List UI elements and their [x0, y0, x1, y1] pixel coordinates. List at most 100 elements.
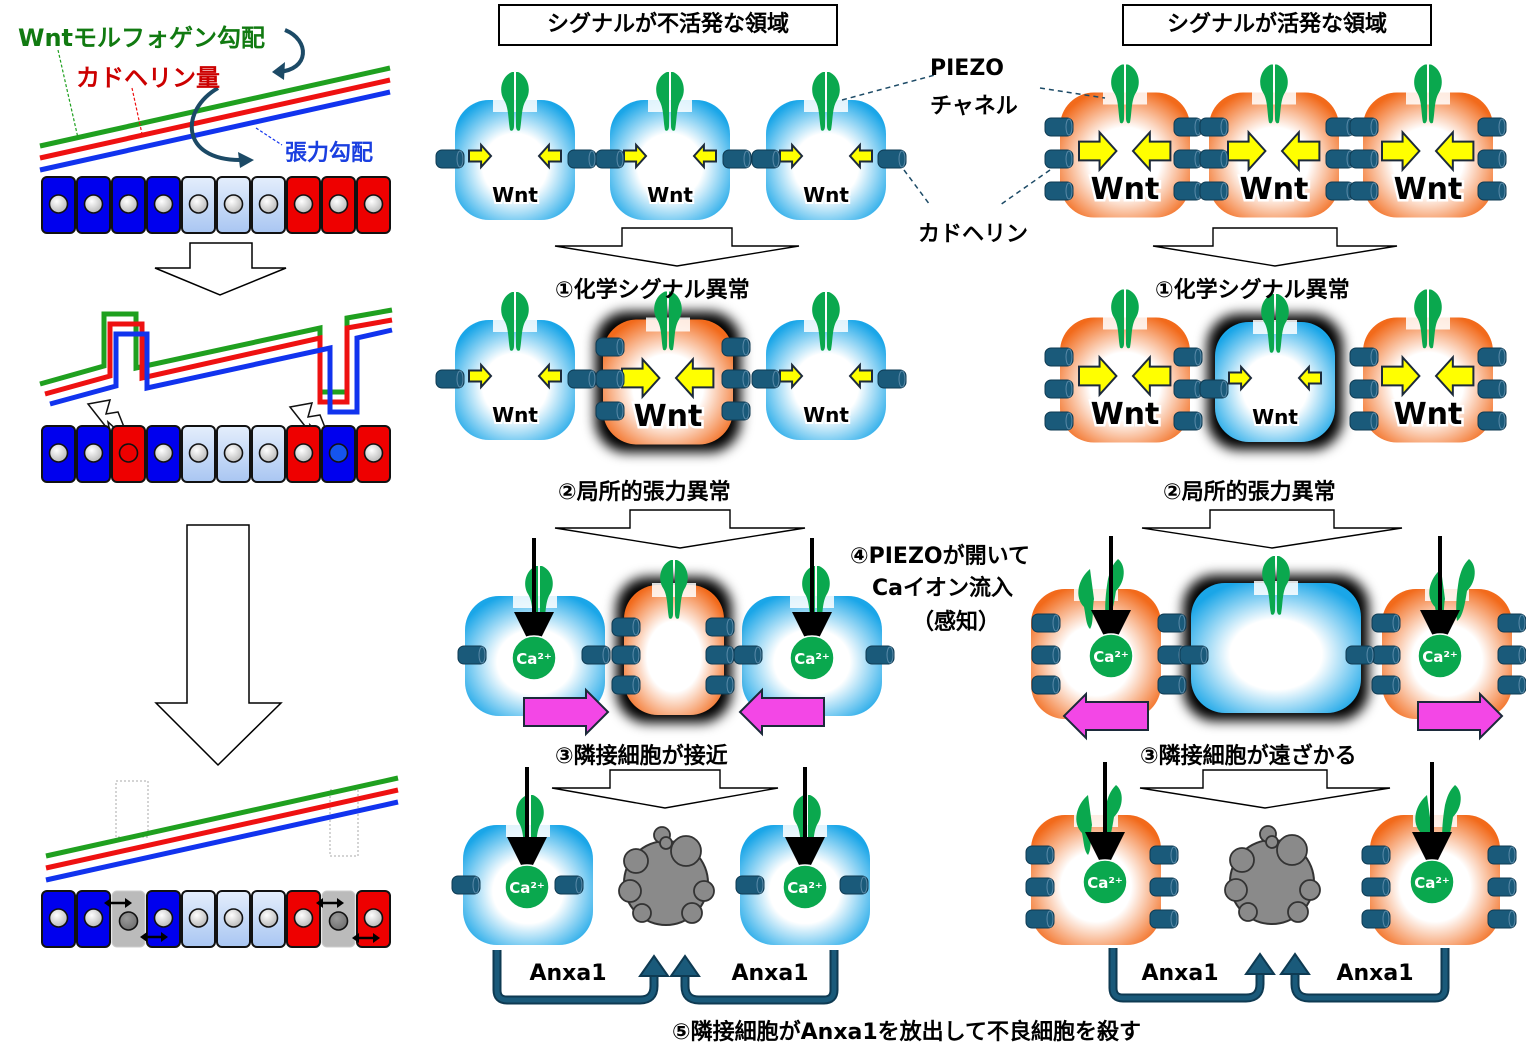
- cadherin-body: [721, 369, 751, 389]
- cadherin-end: [1382, 878, 1390, 896]
- cadherin-body: [1044, 347, 1074, 367]
- inactive-region-title: シグナルが不活発な領域: [498, 4, 838, 46]
- tension-arrow-icon: [623, 142, 648, 170]
- nucleus: [188, 908, 209, 928]
- piezo-label-line1: PIEZO: [930, 56, 1004, 81]
- low-wnt-cell: [455, 98, 575, 220]
- arrowhead: [337, 898, 344, 908]
- cadherin-icon: [1157, 613, 1187, 633]
- piezo-left-subunit: [812, 292, 825, 351]
- calcium-label: Ca²⁺: [1093, 648, 1129, 666]
- cadherin-icon: [1025, 845, 1055, 865]
- cell-row-corrected: [41, 890, 391, 948]
- cadherin-icon: [1349, 411, 1379, 431]
- cadherin-icon: [1044, 181, 1074, 201]
- nucleus: [48, 194, 69, 214]
- cadherin-body: [1497, 613, 1526, 633]
- cadherin-body: [435, 369, 465, 389]
- cell-membrane-gap: [1406, 90, 1450, 105]
- anxa1-arrowhead: [1244, 952, 1276, 975]
- active-step3-label: ③隣接細胞が遠ざかる: [1140, 744, 1357, 769]
- cadherin-end: [588, 150, 596, 168]
- gradient-lines-disrupted: [39, 307, 393, 415]
- inactive-step1-label: ①化学シグナル異常: [555, 278, 750, 303]
- nucleus: [258, 443, 279, 463]
- arrowhead: [316, 898, 323, 908]
- cadherin-end: [726, 646, 734, 664]
- piezo-right-subunit: [1429, 64, 1442, 124]
- tension-arrow-icon: [779, 362, 804, 390]
- piezo-left-subunit: [812, 72, 825, 131]
- cadherin-body: [877, 149, 907, 169]
- cadherin-icon: [1173, 117, 1203, 137]
- step4-label-line3: （感知）: [912, 610, 1001, 635]
- cadherin-body: [735, 875, 765, 895]
- cadherin-end: [1498, 348, 1506, 366]
- cell-membrane-gap: [804, 318, 848, 332]
- cadherin-body: [705, 617, 735, 637]
- gradient-lines-top: [39, 65, 391, 173]
- cadherin-icon: [721, 369, 751, 389]
- cadherin-body: [1044, 379, 1074, 399]
- piezo-channel-icon: [501, 72, 529, 131]
- cadherin-leader-line: [903, 169, 931, 206]
- cadherin-body: [1487, 909, 1517, 929]
- cadherin-end: [632, 618, 640, 636]
- tension-arrow-curve: [189, 86, 241, 162]
- cadherin-body: [1361, 877, 1391, 897]
- cadherin-icon: [1487, 909, 1517, 929]
- cadherin-body: [1025, 909, 1055, 929]
- inactive-step3-label: ③隣接細胞が接近: [555, 744, 728, 769]
- piezo-left-subunit: [501, 292, 514, 351]
- cadherin-end: [1518, 614, 1526, 632]
- tension-arrow-icon: [537, 142, 562, 170]
- piezo-right-subunit: [817, 566, 830, 625]
- cadherin-icon: [1361, 877, 1391, 897]
- cadherin-body: [1179, 645, 1209, 665]
- ghost-outline: [115, 780, 149, 838]
- anxa1-label: Anxa1: [1336, 961, 1413, 986]
- cadherin-body: [567, 369, 597, 389]
- apoptotic-bleb: [681, 902, 703, 924]
- high-wnt-cell: [1060, 90, 1190, 218]
- cadherin-body: [1487, 845, 1517, 865]
- gradient-lines-restored: [45, 775, 399, 883]
- piezo-left-subunit: [1414, 64, 1427, 124]
- wnt-label: Wnt: [492, 183, 538, 207]
- nucleus: [293, 443, 314, 463]
- cadherin-end: [1498, 412, 1506, 430]
- nucleus: [293, 908, 314, 928]
- nucleus: [118, 194, 139, 214]
- low-wnt-cell: [455, 318, 575, 440]
- cadherin-icon: [1497, 613, 1526, 633]
- nucleus: [223, 908, 244, 928]
- cadherin-end: [456, 370, 464, 388]
- cadherin-icon: [705, 675, 735, 695]
- cadherin-end: [1065, 118, 1073, 136]
- cadherin-icon: [1371, 613, 1401, 633]
- piezo-left-subunit: [1262, 556, 1275, 615]
- anxa1-release-arrow-inner: [682, 950, 837, 1003]
- cadherin-body: [595, 369, 625, 389]
- anxa1-release-arrow-inner: [1292, 948, 1448, 1001]
- tension-line: [39, 89, 391, 173]
- separation-arrow-icon: [1417, 691, 1504, 741]
- cadherin-body: [611, 617, 641, 637]
- cadherin-end: [1200, 646, 1208, 664]
- cadherin-body: [1173, 379, 1203, 399]
- cadherin-body: [595, 337, 625, 357]
- inactive-step2-label: ②局所的張力異常: [558, 480, 731, 505]
- nucleus: [328, 443, 349, 463]
- cell-row-initial: [41, 176, 391, 234]
- cadherin-end: [1065, 380, 1073, 398]
- arrowhead: [140, 932, 147, 942]
- calcium-ion-icon: [1082, 859, 1128, 905]
- cadherin-body: [1031, 675, 1061, 695]
- cadherin-icon: [1149, 845, 1179, 865]
- cadherin-body: [595, 401, 625, 421]
- tension-line: [45, 799, 399, 883]
- piezo-right-subunit: [1103, 785, 1122, 847]
- cadherin-end: [1178, 614, 1186, 632]
- calcium-ion-icon: [1409, 859, 1455, 905]
- cadherin-icon: [451, 875, 481, 895]
